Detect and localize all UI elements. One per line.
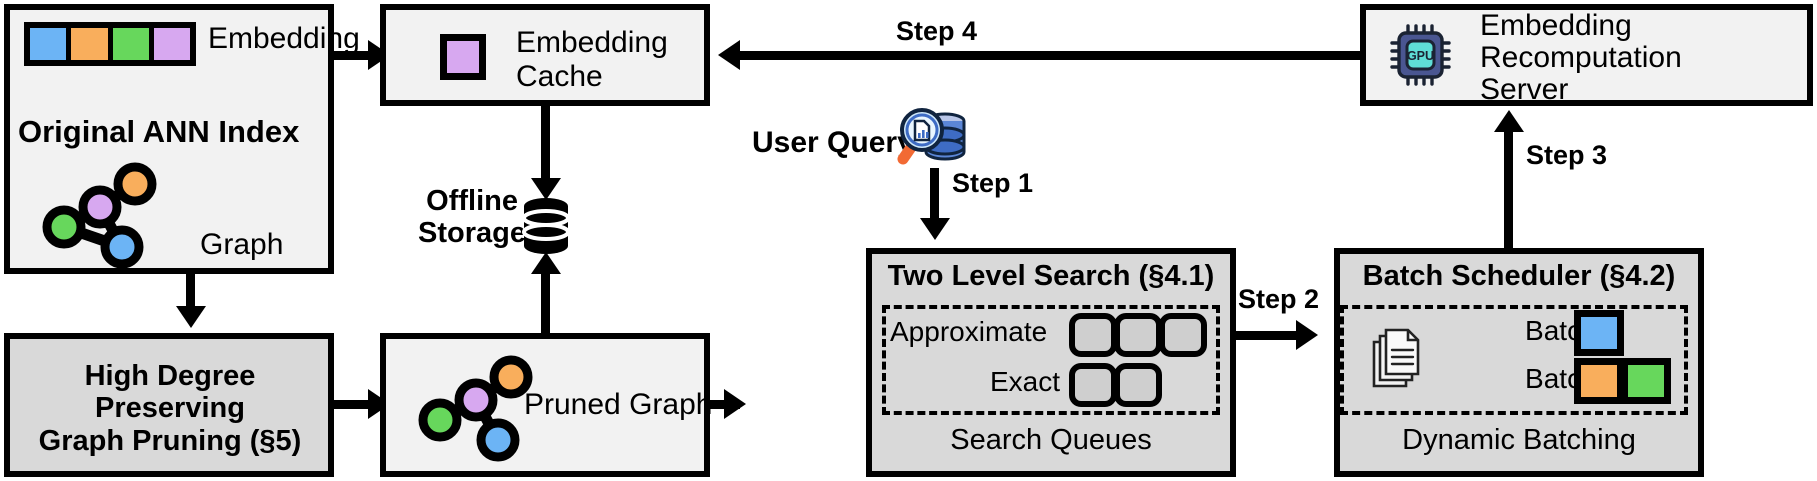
search-queues-caption: Search Queues bbox=[950, 424, 1152, 456]
step2-label: Step 2 bbox=[1238, 284, 1320, 314]
arrow-step1-head bbox=[920, 218, 950, 240]
arrow-step3-shaft bbox=[1504, 130, 1513, 248]
batch-scheduler-title: Batch Scheduler (§4.2) bbox=[1362, 260, 1676, 292]
two-level-search-title: Two Level Search (§4.1) bbox=[887, 260, 1215, 292]
arrow-pruning-to-pruned-shaft bbox=[334, 400, 370, 409]
embedding-cache-label: Embedding Cache bbox=[516, 26, 668, 93]
arrow-index-to-cache-shaft bbox=[334, 51, 370, 60]
arrow-step2-shaft bbox=[1236, 331, 1302, 340]
arrow-step4-head bbox=[718, 40, 740, 70]
arrow-step4-shaft bbox=[740, 51, 1362, 60]
search-database-icon bbox=[897, 104, 970, 170]
embedding-swatch-blue bbox=[30, 28, 72, 60]
arrow-index-to-pruning-shaft bbox=[186, 274, 195, 308]
database-icon bbox=[521, 198, 571, 254]
dynamic-batching-dashed-region bbox=[1340, 305, 1688, 415]
search-queue-approximate-3 bbox=[1159, 313, 1207, 357]
dynamic-batching-caption: Dynamic Batching bbox=[1402, 424, 1636, 456]
search-row-label-exact: Exact bbox=[989, 366, 1060, 397]
original-graph-icon bbox=[34, 162, 164, 269]
documents-icon bbox=[1368, 328, 1424, 394]
graph-pruning-label: High Degree Preserving Graph Pruning (§5… bbox=[38, 360, 302, 457]
arrow-cache-to-storage-head bbox=[531, 178, 561, 200]
step1-label: Step 1 bbox=[952, 168, 1034, 198]
arrow-pruned-to-storage-shaft bbox=[541, 272, 550, 334]
arrow-index-to-pruning-head bbox=[176, 306, 206, 328]
search-queue-approximate-2 bbox=[1114, 313, 1162, 357]
pruned-graph-label: Pruned Graph bbox=[524, 388, 713, 421]
two-level-search-box bbox=[866, 248, 1236, 477]
step3-label: Step 3 bbox=[1526, 140, 1608, 170]
search-queue-approximate-1 bbox=[1069, 313, 1117, 357]
search-queue-exact-1 bbox=[1069, 363, 1117, 407]
search-queues-dashed-region bbox=[882, 305, 1220, 415]
gpu-chip-icon: GPU bbox=[1388, 22, 1456, 88]
embedding-swatch-orange bbox=[71, 28, 113, 60]
arrow-cache-to-storage-shaft bbox=[541, 106, 550, 180]
search-queue-exact-2 bbox=[1114, 363, 1162, 407]
arrow-step2-head bbox=[1296, 320, 1318, 350]
user-query-label: User Query bbox=[752, 126, 914, 159]
offline-storage-label: Offline Storage bbox=[418, 185, 526, 250]
embedding-swatch-strip bbox=[24, 22, 196, 66]
embedding-swatch-purple bbox=[153, 28, 190, 60]
pruned-graph-icon bbox=[410, 355, 540, 462]
recomputation-server-label: Embedding Recomputation Server bbox=[1480, 9, 1682, 107]
arrow-step1-shaft bbox=[930, 168, 939, 220]
arrow-pruned-to-storage-head bbox=[531, 252, 561, 274]
arrow-pruned-to-search-head bbox=[724, 389, 746, 419]
embedding-label: Embedding bbox=[208, 22, 360, 55]
batch-2-swatch-green bbox=[1621, 358, 1671, 404]
embedding-cache-swatch bbox=[440, 34, 486, 80]
arrow-step3-head bbox=[1494, 110, 1524, 132]
embedding-swatch-green bbox=[112, 28, 154, 60]
svg-text:GPU: GPU bbox=[1407, 49, 1434, 63]
embedding-cache-box bbox=[380, 4, 710, 106]
step4-label: Step 4 bbox=[896, 16, 978, 46]
original-ann-index-title: Original ANN Index bbox=[18, 114, 300, 149]
batch-1-swatch-blue bbox=[1574, 310, 1624, 356]
search-row-label-approximate: Approximate bbox=[890, 316, 1048, 347]
graph-label: Graph bbox=[200, 228, 284, 261]
batch-2-swatch-orange bbox=[1574, 358, 1624, 404]
graph-pruning-box bbox=[4, 333, 334, 477]
